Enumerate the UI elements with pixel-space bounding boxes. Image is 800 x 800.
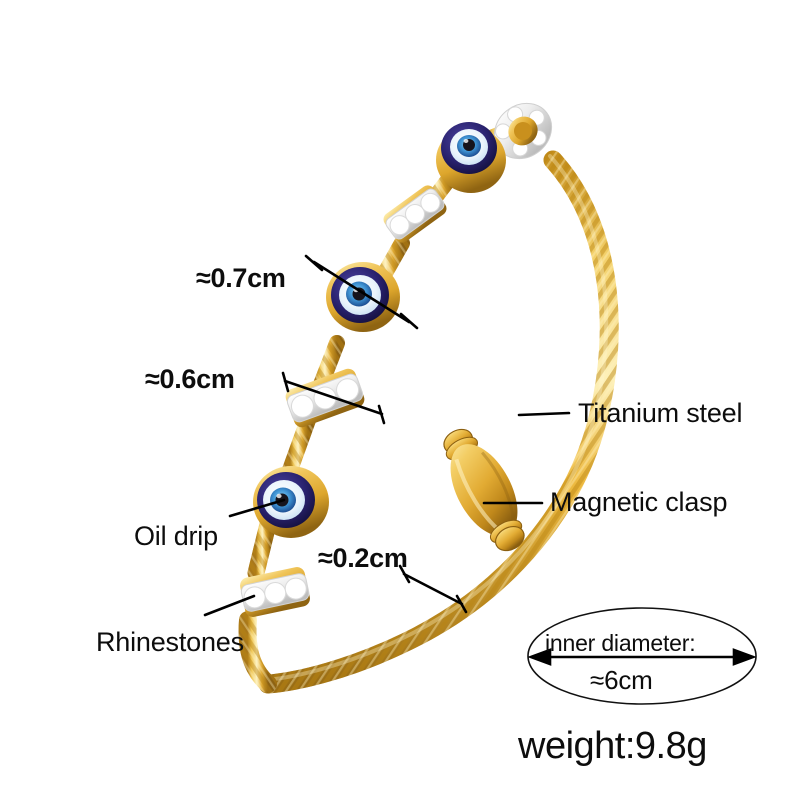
feature-label-titanium-steel: Titanium steel bbox=[578, 398, 743, 428]
leader-titanium-steel bbox=[517, 411, 571, 417]
dim-line-bead-diameter bbox=[304, 254, 419, 330]
dim-line-rondelle-width bbox=[281, 371, 386, 425]
weight-label: weight:9.8g bbox=[518, 725, 707, 767]
leader-rhinestones bbox=[203, 594, 256, 617]
rhinestone-rondelle-bottom bbox=[240, 567, 310, 617]
inner-diameter-value: ≈6cm bbox=[590, 665, 653, 695]
rhinestone-rondelle-top bbox=[493, 102, 553, 160]
dimension-rondelle-width: ≈0.6cm bbox=[145, 364, 235, 394]
rhinestone-rondelle-upper bbox=[383, 185, 447, 243]
feature-label-magnetic-clasp: Magnetic clasp bbox=[550, 487, 728, 517]
feature-label-rhinestones: Rhinestones bbox=[96, 627, 244, 657]
feature-label-oil-drip: Oil drip bbox=[134, 521, 218, 551]
inner-diameter-title: inner diameter: bbox=[545, 630, 696, 656]
evil-eye-bead-top bbox=[436, 122, 506, 193]
dimension-bead-diameter: ≈0.7cm bbox=[196, 263, 286, 293]
dim-line-cable-thickness bbox=[398, 564, 468, 614]
rhinestone-rondelle-middle bbox=[285, 368, 365, 428]
dimension-cable-thickness: ≈0.2cm bbox=[318, 543, 408, 573]
leader-oil-drip bbox=[228, 498, 286, 518]
magnetic-clasp-part bbox=[443, 428, 525, 552]
